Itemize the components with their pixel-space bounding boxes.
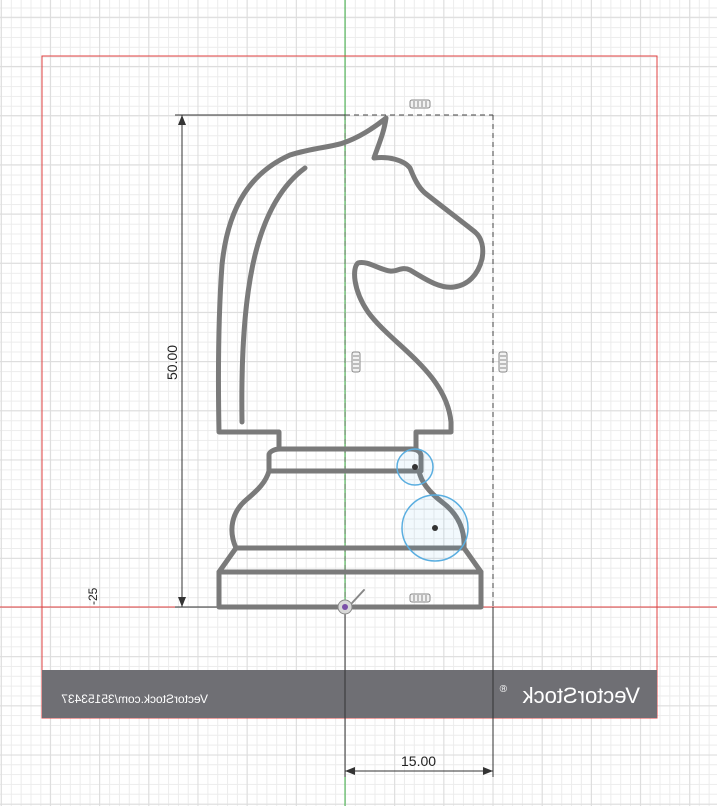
watermark-url-logo: VectorStock.com/35153437 (61, 692, 208, 706)
width-dimension[interactable]: 15.00 (344, 607, 494, 777)
vertical-constraint-icon[interactable] (498, 351, 508, 373)
watermark-brand-logo: VectorStock ® (499, 683, 640, 708)
vertical-constraint-icon[interactable] (351, 351, 361, 373)
watermark-brand-suffix: ® (499, 684, 507, 695)
origin-point-icon[interactable] (337, 589, 365, 615)
base-slant (216, 545, 484, 575)
mane-line (239, 165, 308, 425)
width-dimension-label: 15.00 (401, 753, 436, 769)
coordinate-label: -25 (86, 587, 100, 605)
watermark-url: VectorStock.com/35153437 (61, 692, 208, 706)
constraint-circle-large[interactable] (401, 494, 469, 562)
constraint-circle-small[interactable] (396, 448, 434, 486)
horizontal-constraint-icon[interactable] (409, 593, 431, 603)
image-frame[interactable] (41, 55, 658, 719)
watermark-band (42, 670, 657, 718)
construction-rectangle[interactable] (344, 114, 494, 607)
horizontal-constraint-icon[interactable] (409, 99, 431, 109)
body-bulge (229, 468, 467, 551)
watermark-brand: VectorStock (522, 683, 640, 708)
knight-head (215, 115, 486, 452)
collar (266, 446, 424, 474)
knight-sketch[interactable] (215, 115, 486, 610)
height-dimension[interactable]: 50.00 (164, 114, 345, 608)
height-dimension-label: 50.00 (164, 345, 180, 380)
